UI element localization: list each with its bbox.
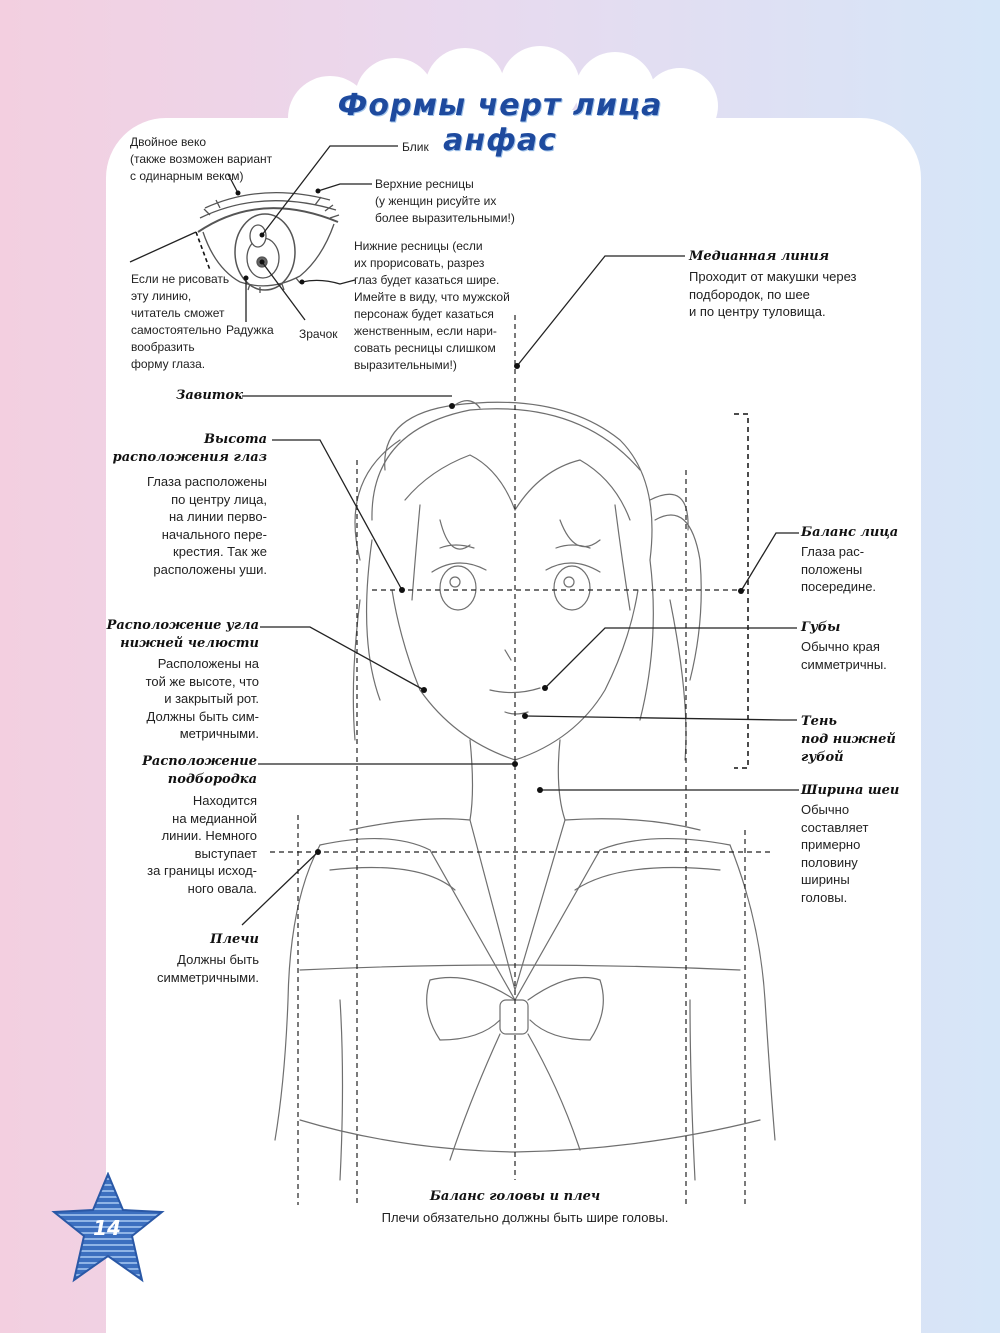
label-upper-lashes: Верхние ресницы (у женщин рисуйте их бол…	[375, 177, 515, 225]
label-iris: Радужка	[226, 323, 274, 337]
heading-eye-height: Высота расположения глаз	[112, 432, 267, 465]
figure-sketch	[274, 400, 776, 1181]
callout-lines	[129, 145, 799, 926]
text-shoulders: Должны быть симметричными.	[157, 952, 259, 985]
text-median: Проходит от макушки через подбородок, по…	[689, 269, 857, 319]
text-jaw: Расположены на той же высоте, что и закр…	[145, 656, 259, 741]
heading-curl: Завиток	[176, 388, 244, 403]
page-star-icon	[51, 1172, 165, 1283]
eye-diagram	[197, 191, 340, 293]
text-neck: Обычно составляет примерно половину шири…	[801, 802, 869, 905]
page-card	[106, 118, 921, 1333]
heading-chin: Расположение подбородка	[142, 754, 257, 787]
heading-lips: Губы	[801, 620, 841, 635]
face-balance-bracket	[734, 413, 749, 769]
text-face-balance: Глаза рас- положены посередине.	[801, 544, 877, 594]
text-lips: Обычно края симметричны.	[801, 639, 887, 672]
heading-median: Медианная линия	[689, 249, 830, 264]
page-number: 14	[93, 1216, 121, 1240]
guide-lines	[270, 315, 770, 1205]
text-eye-height: Глаза расположены по центру лица, на лин…	[147, 474, 267, 577]
eye-dashed-line	[195, 231, 211, 271]
heading-face-balance: Баланс лица	[801, 525, 899, 540]
text-balance-head-shoulders: Плечи обязательно должны быть шире голов…	[381, 1210, 669, 1225]
heading-balance-head-shoulders: Баланс головы и плеч	[429, 1189, 601, 1204]
label-lower-lashes: Нижние ресницы (если их прорисовать, раз…	[354, 239, 510, 372]
label-highlight: Блик	[402, 140, 429, 154]
heading-shadow: Тень под нижней губой	[801, 714, 896, 765]
heading-shoulders: Плечи	[210, 932, 259, 947]
label-double-lid: Двойное веко (также возможен вариант с о…	[130, 135, 273, 183]
heading-neck: Ширина шеи	[801, 783, 900, 798]
page-title: Формы черт лица анфас	[337, 88, 663, 158]
text-chin: Находится на медианной линии. Немного вы…	[147, 793, 257, 896]
heading-jaw: Расположение угла нижней челюсти	[106, 618, 259, 651]
label-pupil: Зрачок	[299, 327, 338, 341]
callout-dots	[235, 188, 744, 855]
label-no-line: Если не рисовать эту линию, читатель смо…	[131, 272, 230, 371]
